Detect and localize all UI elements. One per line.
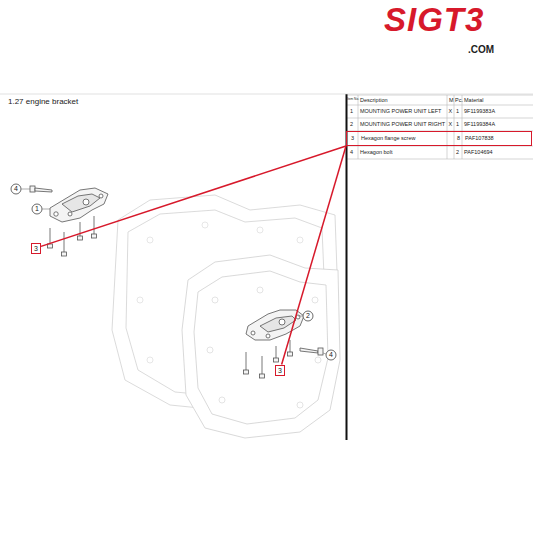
table-header: Item No. [347,98,359,102]
callout-box: 3 [31,243,41,254]
table-cell: 1 [350,108,353,114]
logo-text: SIGT3 [384,2,484,38]
table-header: Description [360,97,388,103]
table-cell: PAF107838 [465,135,494,141]
bolt-hole [137,297,143,303]
table-header: Material [464,97,484,103]
diagram-title: 1.27 engine bracket [8,98,78,107]
bolt-hole [147,237,153,243]
bolt-hole [257,227,263,233]
bolt-hole [257,287,263,293]
highlighted-row: 3 Hexagon flange screw 8 PAF107838 [346,131,532,146]
bolt-hole [202,222,208,228]
table-cell: MOUNTING POWER UNIT RIGHT [360,121,445,127]
table-cell: MOUNTING POWER UNIT LEFT [360,108,441,114]
callout-number: 1 [35,205,39,213]
bolt-hole [297,237,303,243]
callout-number: 4 [14,185,18,193]
table-cell: 8 [457,135,460,141]
bolt-hole [219,397,225,403]
table-header: M [449,97,454,103]
table-cell: 3 [351,135,354,141]
callout-number: 2 [306,312,310,320]
callout-number: 3 [278,366,282,375]
table-header: Pc. [455,97,463,103]
table-cell: 1 [456,108,459,114]
table-cell: 2 [350,121,353,127]
leader-line [41,146,346,246]
table-cell: 9F1199383A [464,108,495,114]
logo-domain: .COM [468,44,494,55]
callout-number: 3 [34,244,38,253]
table-cell: PAF104694 [464,149,493,155]
bolt-hole [207,347,213,353]
bolt-hole [312,297,318,303]
table-cell: Hexagon bolt [360,149,392,155]
table-cell: X [449,121,453,127]
callout-box: 3 [275,365,285,376]
bolt-hole [315,357,321,363]
table-cell: X [449,108,453,114]
bolt-hole [297,402,303,408]
table-cell: 9F1199384A [464,121,495,127]
bolt-hole [147,357,153,363]
table-cell: Hexagon flange screw [361,135,415,141]
callout-number: 4 [329,351,333,359]
table-cell: 1 [456,121,459,127]
bolt-hole [212,297,218,303]
table-cell: 2 [456,149,459,155]
table-cell: 4 [350,149,353,155]
leader-line [282,146,346,365]
